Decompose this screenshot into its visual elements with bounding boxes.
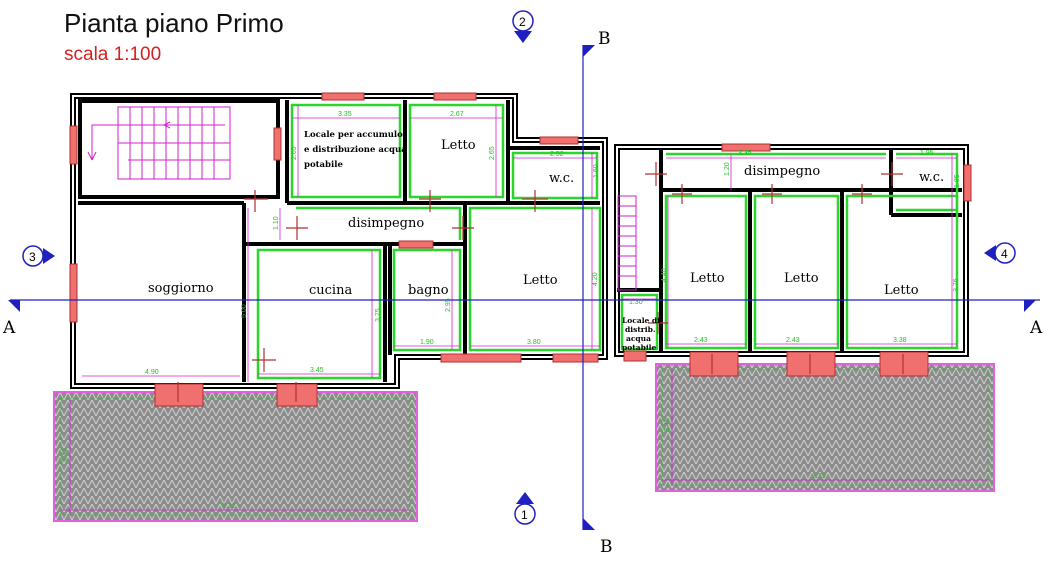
svg-text:3.75: 3.75 xyxy=(375,308,382,322)
svg-text:3.80: 3.80 xyxy=(527,339,541,346)
room-cucina-label: cucina xyxy=(309,283,352,298)
svg-text:4.90: 4.90 xyxy=(145,369,159,376)
svg-text:2: 2 xyxy=(519,15,526,29)
room-letto-r2-label: Letto xyxy=(784,271,819,286)
room-letto-r3-label: Letto xyxy=(884,283,919,298)
svg-text:9.22: 9.22 xyxy=(222,503,236,510)
room-distrib-label: Locale di distrib. acqua potabile xyxy=(622,316,663,352)
section-b-top-label: B xyxy=(598,29,611,49)
svg-text:2.52: 2.52 xyxy=(550,151,564,158)
svg-text:1.10: 1.10 xyxy=(273,216,280,230)
terrace-left xyxy=(53,391,418,522)
terrace-right xyxy=(655,363,995,492)
elevation-marker-3: 3 xyxy=(22,245,55,267)
section-b-bottom-label: B xyxy=(600,537,613,557)
room-disimpegno-right-label: disimpegno xyxy=(744,164,820,179)
elevation-marker-1: 1 xyxy=(514,492,536,525)
svg-text:3.45: 3.45 xyxy=(664,418,671,432)
dimension-lines xyxy=(61,105,988,515)
svg-text:2.43: 2.43 xyxy=(694,337,708,344)
svg-text:1: 1 xyxy=(521,508,528,522)
room-bagno-label: bagno xyxy=(408,283,449,298)
room-wc-left-label: w.c. xyxy=(549,171,574,186)
inner-walls-right xyxy=(617,150,962,352)
svg-text:1.20: 1.20 xyxy=(724,162,731,176)
svg-text:9.25: 9.25 xyxy=(812,473,826,480)
svg-text:3.45: 3.45 xyxy=(62,448,69,462)
windows xyxy=(69,92,972,407)
elevation-marker-2: 2 xyxy=(512,10,534,43)
room-accumulo-label: Locale per accumulo e distribuzione acqu… xyxy=(304,130,410,170)
svg-text:1.30: 1.30 xyxy=(629,299,643,306)
room-letto-top-label: Letto xyxy=(441,138,476,153)
svg-text:1.95: 1.95 xyxy=(920,150,934,157)
room-soggiorno-label: soggiorno xyxy=(148,281,214,296)
plan-title: Pianta piano Primo xyxy=(64,8,284,38)
staircase-left xyxy=(87,106,231,180)
section-lines xyxy=(10,45,1040,530)
svg-text:1.90: 1.90 xyxy=(420,339,434,346)
plan-scale: scala 1:100 xyxy=(64,44,162,65)
svg-text:1.85: 1.85 xyxy=(954,174,961,188)
staircase-right xyxy=(617,195,637,291)
svg-text:3.35: 3.35 xyxy=(338,111,352,118)
section-arrows xyxy=(8,45,1036,530)
svg-text:2.43: 2.43 xyxy=(786,337,800,344)
svg-text:4.20: 4.20 xyxy=(592,272,599,286)
svg-text:4: 4 xyxy=(1001,247,1008,261)
room-letto-r1-label: Letto xyxy=(690,271,725,286)
door-marks xyxy=(177,162,904,402)
section-a-right-label: A xyxy=(1029,318,1043,338)
svg-text:2.65: 2.65 xyxy=(489,146,496,160)
elevation-marker-4: 4 xyxy=(984,242,1016,264)
svg-text:3.45: 3.45 xyxy=(310,367,324,374)
section-a-left-label: A xyxy=(2,318,16,338)
svg-text:2.65: 2.65 xyxy=(291,146,298,160)
svg-text:4.40: 4.40 xyxy=(661,268,668,282)
room-wc-right-label: w.c. xyxy=(919,170,944,185)
svg-text:1.60: 1.60 xyxy=(593,164,600,178)
room-letto-mid-label: Letto xyxy=(523,273,558,288)
svg-text:3.38: 3.38 xyxy=(893,337,907,344)
room-disimpegno-left-label: disimpegno xyxy=(348,216,424,231)
svg-text:2.67: 2.67 xyxy=(450,111,464,118)
inner-walls-left xyxy=(78,99,600,382)
svg-text:3: 3 xyxy=(29,250,36,264)
svg-text:5.00: 5.00 xyxy=(241,304,248,318)
svg-text:3.76: 3.76 xyxy=(953,278,960,292)
svg-text:2.95: 2.95 xyxy=(445,298,452,312)
dimension-texts: 3.35 2.67 2.65 2.65 2.52 1.60 1.10 5.00 … xyxy=(62,111,961,510)
svg-text:3.35: 3.35 xyxy=(738,150,752,157)
